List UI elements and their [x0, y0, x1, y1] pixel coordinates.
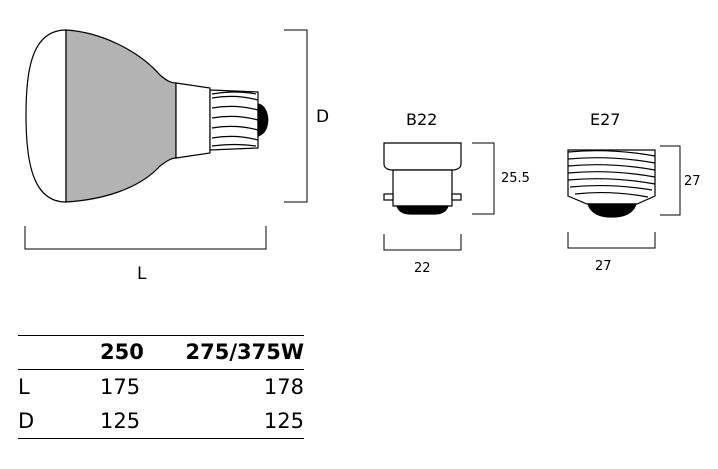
- cell-250: 125: [100, 404, 164, 439]
- b22-width-bracket: [383, 234, 462, 251]
- table-header-empty: [18, 335, 100, 370]
- length-label: L: [137, 264, 147, 284]
- table-header-row: 250 275/375W: [18, 335, 304, 370]
- e27-title: E27: [590, 110, 621, 129]
- e27-width-bracket: [567, 232, 656, 249]
- diameter-label: D: [316, 107, 330, 127]
- table-row: D 125 125: [18, 404, 304, 439]
- b22-cap-top: [383, 142, 462, 171]
- table-header-250: 250: [100, 335, 164, 370]
- b22-contacts: [396, 205, 449, 215]
- e27-height-bracket: [660, 145, 681, 216]
- dimension-table: 250 275/375W L 175 178 D 125 125: [18, 335, 304, 439]
- e27-contact: [587, 203, 637, 218]
- e27-cap-body: [567, 149, 656, 205]
- e27-height-label: 27: [684, 174, 701, 189]
- reflector-bulb: [25, 29, 269, 203]
- cell-250: 175: [100, 374, 141, 399]
- b22-height-bracket: [472, 142, 495, 215]
- bulb-reflector-body: [65, 29, 177, 203]
- bulb-front-dome: [25, 29, 67, 203]
- row-label: L: [18, 374, 30, 399]
- table-header-275-375w: 275/375W: [164, 335, 304, 370]
- b22-cap-body: [392, 169, 453, 207]
- b22-height-label: 25.5: [501, 171, 530, 186]
- b22-cap-drawing: [383, 142, 462, 215]
- e27-cap-drawing: [567, 149, 656, 218]
- bulb-screw-base: [209, 89, 259, 151]
- b22-title: B22: [406, 110, 438, 129]
- row-label: D: [18, 404, 100, 439]
- e27-width-label: 27: [595, 259, 612, 274]
- table-row: L 175 178: [18, 370, 304, 405]
- diameter-bracket: [284, 29, 308, 203]
- cell-275-375w: 178: [263, 374, 304, 399]
- b22-width-label: 22: [414, 261, 431, 276]
- b22-pin-right: [451, 193, 462, 201]
- bulb-contact: [257, 103, 269, 137]
- b22-pin-left: [383, 193, 394, 201]
- cell-275-375w: 125: [164, 404, 304, 439]
- length-bracket: [24, 226, 267, 250]
- bulb-neck: [175, 82, 211, 159]
